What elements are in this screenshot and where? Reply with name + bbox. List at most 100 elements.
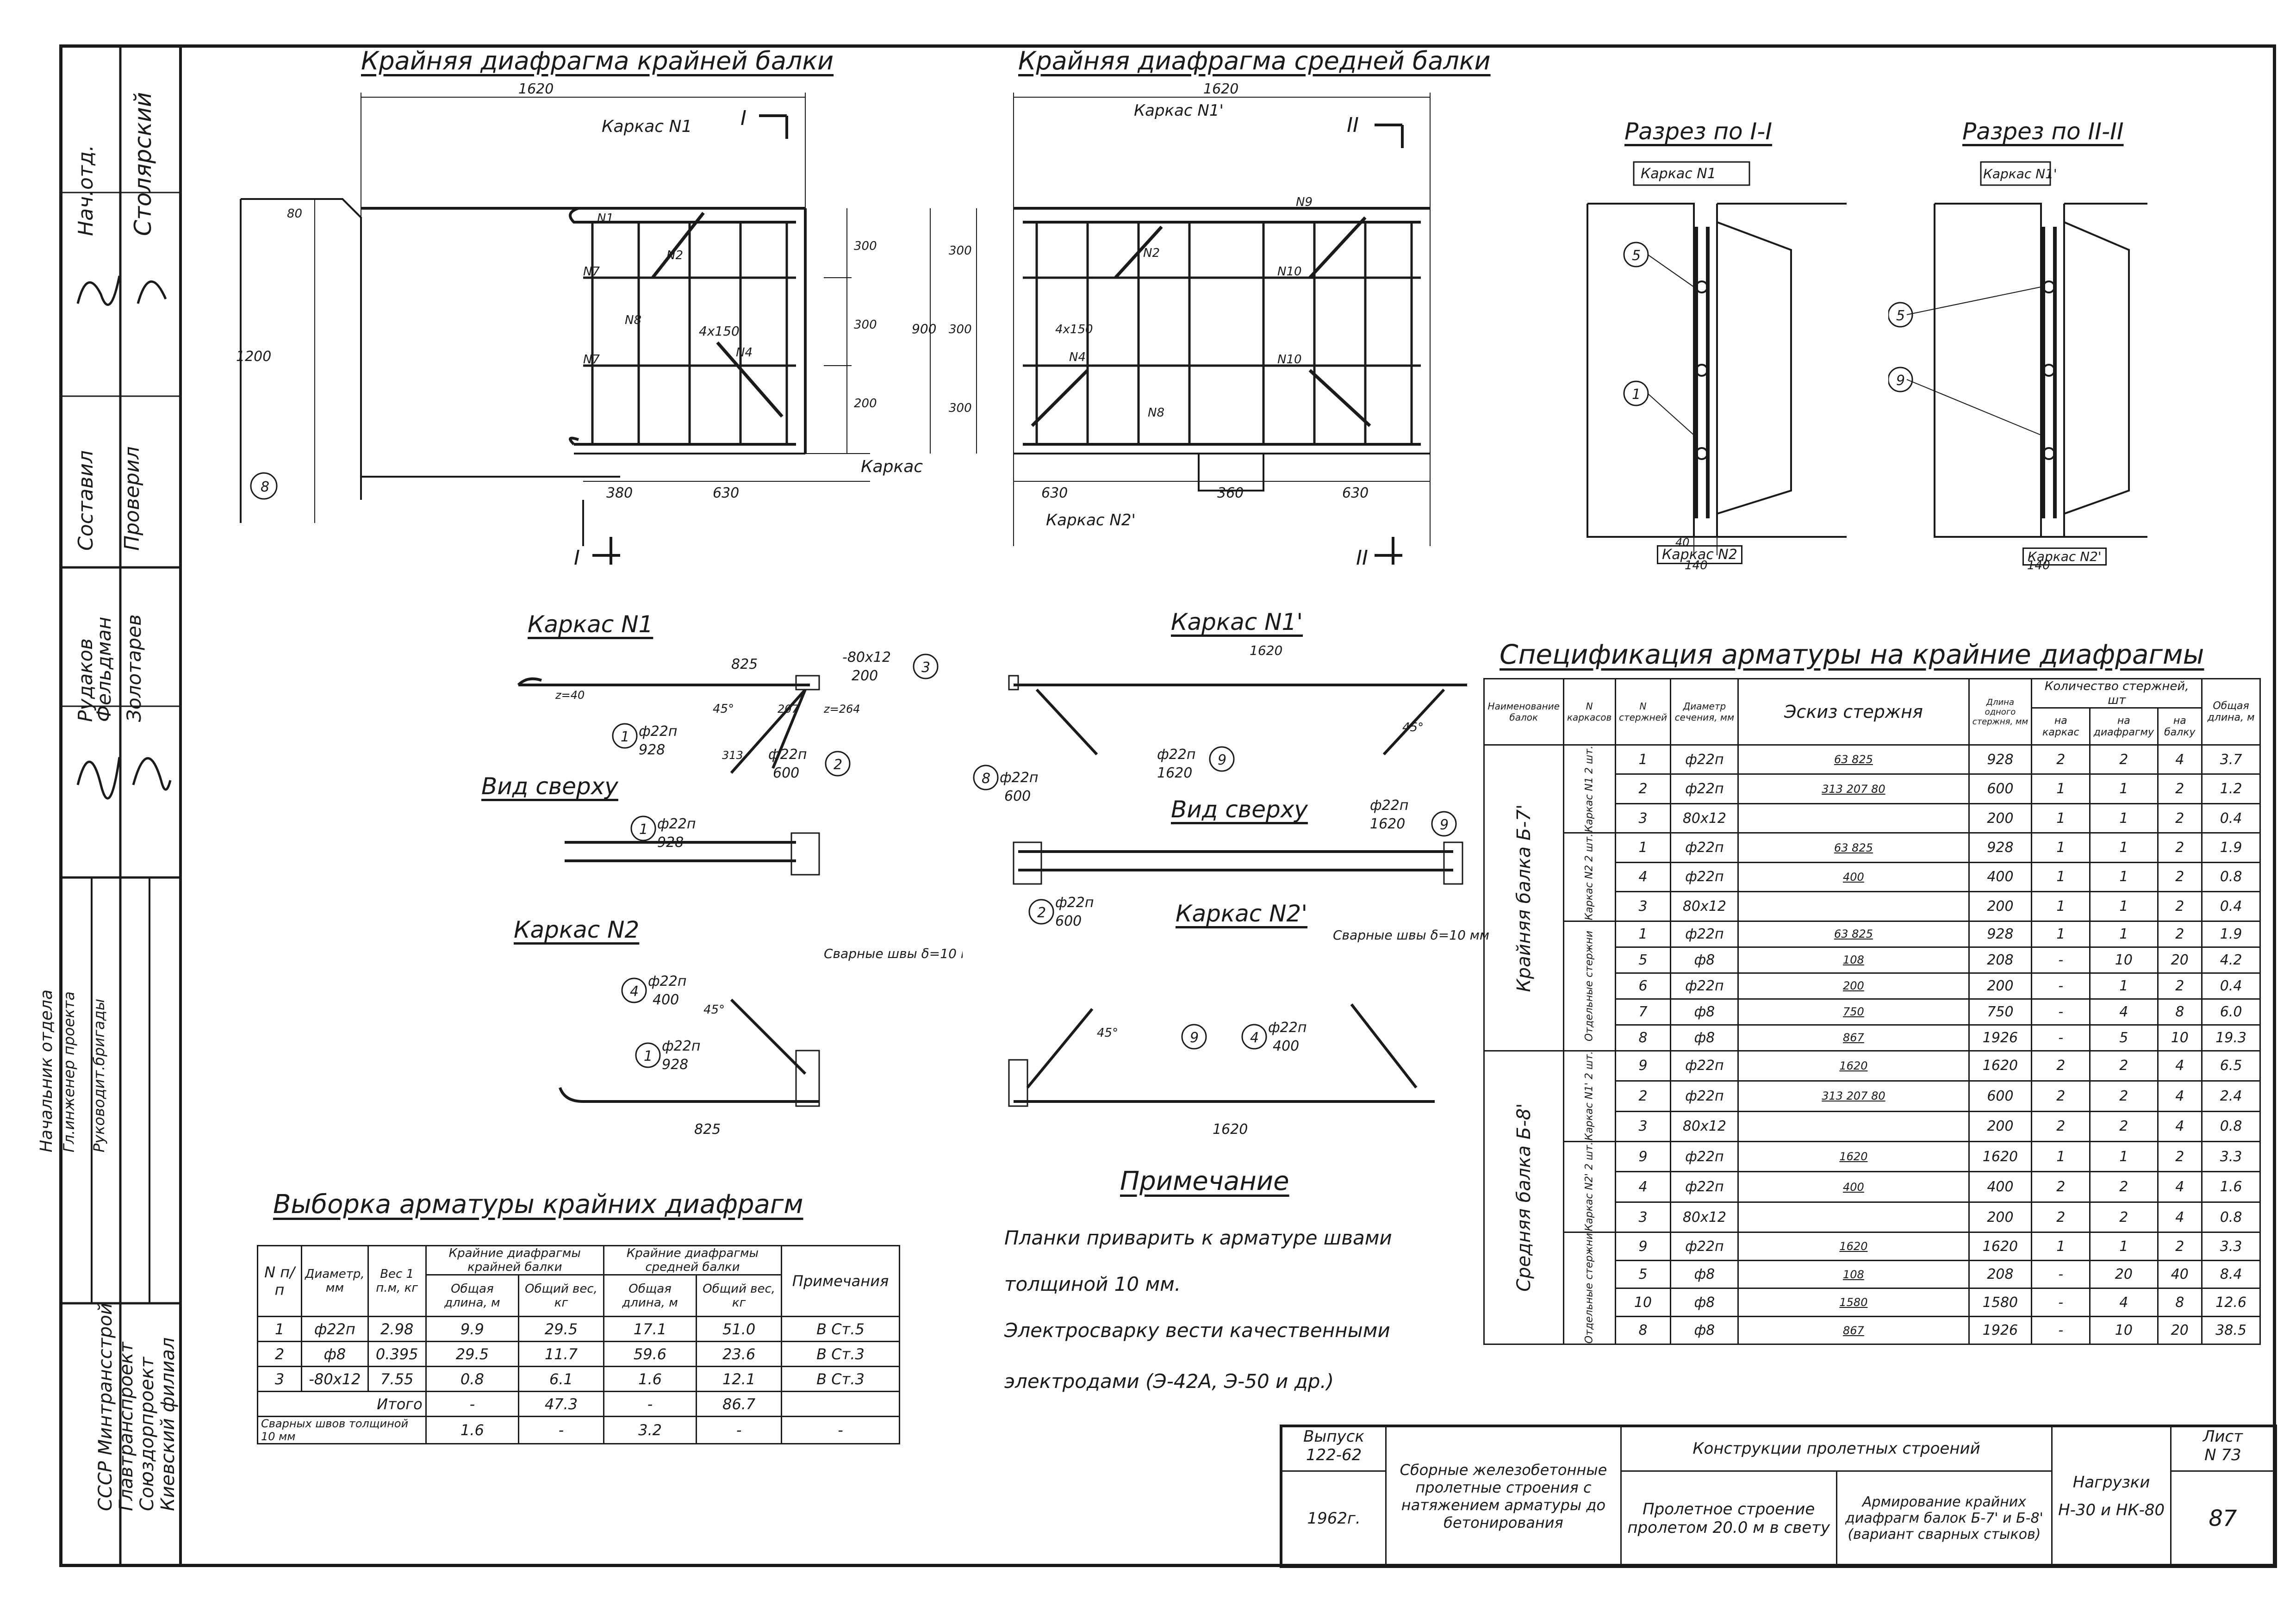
spec-cell: 38.5 (2201, 1315, 2261, 1345)
spec-cell: 3 (1614, 803, 1672, 834)
spec-cell: 10 (1614, 1288, 1672, 1317)
vy-cell: - (696, 1416, 782, 1444)
section-2-karkas: Каркас N1' (1983, 166, 2057, 181)
stamp-label-3: Проверил (120, 446, 144, 551)
top2-bar-22-b: ф22п (1055, 895, 1094, 911)
mid-sec-mark-top: II (1347, 113, 1359, 137)
k1-bar-22: ф22п (639, 723, 677, 740)
vy-cell: 59.6 (603, 1341, 697, 1367)
spec-cell: 1 (2031, 1140, 2091, 1173)
vy-cell: 1.6 (425, 1416, 520, 1444)
vy-cell: 0.395 (367, 1341, 427, 1367)
spec-h-qty: Количество стержней, шт (2031, 678, 2203, 709)
spec-cell: 20 (2157, 946, 2203, 974)
spec-cell: 600 (1968, 773, 2033, 804)
top2-len-1620: 1620 (1370, 816, 1405, 832)
spec-cell: 200 (1968, 972, 2033, 1000)
spec-cell: 8 (1614, 1315, 1672, 1345)
spec-cell: 1.9 (2201, 920, 2261, 948)
vy-cell: В Ст.3 (781, 1341, 900, 1367)
spec-karkas-name: Каркас N1' 2 шт. (1563, 1051, 1616, 1142)
spec-cell: 1 (1614, 832, 1672, 863)
spec-cell: ф8 (1670, 1315, 1739, 1345)
mid-dim-630-b: 630 (1342, 485, 1369, 501)
spec-cell: 1 (2089, 1140, 2159, 1173)
spec-cell: 2 (2031, 1050, 2091, 1082)
k2-welds: Сварные швы δ=10 мм (824, 946, 963, 961)
top1-bar-22: ф22п (657, 816, 696, 832)
karkas-left-graphic: 825 -80x12 200 3 1 ф22п 928 2 ф22п 600 4… (517, 649, 963, 1138)
tb-page: 87 (2170, 1470, 2277, 1568)
stamp-label-8: Гл.инженер проекта (60, 991, 78, 1152)
section-2-callout-9: 9 (1896, 373, 1905, 389)
spec-cell: 2 (2157, 972, 2203, 1000)
spec-sketch (1737, 1201, 1970, 1233)
section-2-dim-140: 140 (2027, 559, 2050, 572)
top-view-1-title: Вид сверху (481, 773, 618, 800)
spec-cell: 1 (2031, 891, 2091, 922)
edge-dim-300-a: 300 (854, 239, 877, 253)
spec-cell: 2 (2089, 1201, 2159, 1233)
spec-cell: 9 (1614, 1232, 1672, 1261)
spec-cell: 4 (2157, 1171, 2203, 1203)
spec-cell: 2 (2157, 861, 2203, 893)
spec-karkas-name: Каркас N1 2 шт. (1563, 745, 1616, 833)
k2-callout-4: 4 (630, 983, 639, 1000)
spec-cell: - (2031, 972, 2091, 1000)
vy-h-ves: Вес 1 п.м, кг (367, 1245, 427, 1317)
stamp-label-6: Золотарев (123, 614, 145, 722)
spec-cell: 208 (1968, 1259, 2033, 1289)
spec-cell: 2 (2089, 1080, 2159, 1112)
spec-cell: 80x12 (1670, 1110, 1739, 1142)
spec-cell: 928 (1968, 744, 2033, 775)
vy-h-num: N п/п (257, 1245, 302, 1317)
k2p-angle: 45° (1097, 1026, 1118, 1040)
vyborka-title: Выборка арматуры крайних диафрагм (273, 1189, 803, 1220)
mid-dim-1620: 1620 (1203, 83, 1238, 97)
spec-cell: ф22п (1670, 972, 1739, 1000)
spec-cell: 4 (1614, 861, 1672, 893)
spec-cell: 2 (2157, 1140, 2203, 1173)
top2-callout-2: 2 (1037, 905, 1046, 921)
spec-cell: 2 (2089, 1110, 2159, 1142)
k2p-callout-4: 4 (1250, 1030, 1259, 1046)
mid-dim-300-c: 300 (949, 401, 972, 415)
tb-load-label: Нагрузки (2072, 1473, 2150, 1492)
spec-cell: 6.5 (2201, 1050, 2261, 1082)
mid-karkas-n2p-label: Каркас N2' (1046, 511, 1136, 529)
tb-year: 1962г. (1280, 1470, 1387, 1568)
drawing-edge-beam-graphic: 1620 Каркас N1 Каркас N2 I I 4x150 8 380… (236, 83, 926, 570)
spec-cell: - (2031, 1288, 2091, 1317)
spec-cell: 0.4 (2201, 891, 2261, 922)
spec-cell: 20 (2157, 1315, 2203, 1345)
spec-cell: 1 (2031, 832, 2091, 863)
k1-dim-313: 313 (722, 749, 743, 762)
section-1-callout-1: 1 (1632, 386, 1641, 403)
stamp-label-2: Составил (74, 450, 98, 551)
spec-cell: 1 (2031, 773, 2091, 804)
mid-sec-mark-bottom: II (1356, 546, 1368, 570)
k1-callout-2: 2 (834, 757, 842, 773)
spec-cell: 2 (1614, 773, 1672, 804)
tb-subject: Армирование крайних диафрагм балок Б-7' … (1836, 1470, 2053, 1568)
stamp-label-1: Столярский (130, 92, 156, 236)
spec-cell: 10 (2157, 1024, 2203, 1052)
top2-callout-9: 9 (1440, 817, 1449, 833)
spec-cell: 2 (2157, 891, 2203, 922)
k2-angle: 45° (703, 1003, 725, 1017)
vy-cell: 86.7 (696, 1391, 782, 1417)
vy-cell: 2.98 (367, 1316, 427, 1342)
spec-cell: 1.6 (2201, 1171, 2261, 1203)
spec-karkas-name: Отдельные стержни (1563, 921, 1616, 1051)
tb-load-cell: Нагрузки Н-30 и НК-80 (2051, 1425, 2172, 1568)
vy-cell: 11.7 (518, 1341, 604, 1367)
spec-cell: 2 (2157, 1232, 2203, 1261)
vy-cell: 12.1 (696, 1366, 782, 1392)
